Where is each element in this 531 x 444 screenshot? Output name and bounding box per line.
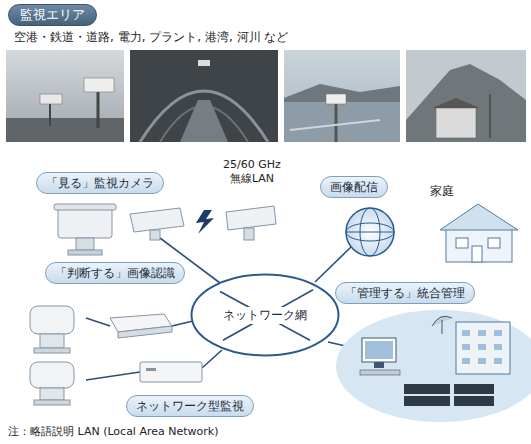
node-text: 「見る」監視カメラ xyxy=(46,175,154,192)
node-text: 画像配信 xyxy=(330,179,378,196)
function-banner: ネットワーク型監視 xyxy=(126,395,254,417)
photo-airport xyxy=(6,50,124,142)
photo-tunnel xyxy=(130,50,278,142)
management-area xyxy=(336,310,531,422)
ptz-camera xyxy=(30,306,74,353)
camera-housing xyxy=(54,204,116,255)
footnote: 注：略語説明 LAN (Local Area Network) xyxy=(8,424,218,439)
network-device xyxy=(140,362,202,382)
node-text: ネットワーク網 xyxy=(221,307,309,324)
globe xyxy=(346,208,394,256)
wireless-bolt xyxy=(196,210,214,234)
function-banner: 画像配信 xyxy=(320,176,388,198)
area-list: 空港・鉄道・道路, 電力, プラント, 港湾, 河川 など xyxy=(14,29,288,46)
camera-housing xyxy=(130,208,184,240)
camera-housing xyxy=(226,206,276,240)
node-text: 「管理する」統合管理 xyxy=(345,285,465,302)
node-text: ネットワーク型監視 xyxy=(136,398,244,415)
node-text: 「判断する」画像認識 xyxy=(55,265,175,282)
network-ellipse: ネットワーク網 xyxy=(190,273,340,357)
photo-harbor xyxy=(284,50,400,142)
home-label: 家庭 xyxy=(430,183,454,200)
function-banner: 「管理する」統合管理 xyxy=(335,282,475,304)
section-banner: 監視エリア xyxy=(8,4,97,26)
house xyxy=(440,204,518,262)
photo-volcano xyxy=(406,50,526,142)
network-link xyxy=(86,238,372,380)
wireless-label: 25/60 GHz 無線LAN xyxy=(219,158,285,186)
function-banner: 「判断する」画像認識 xyxy=(45,262,185,284)
function-banner: 「見る」監視カメラ xyxy=(36,172,164,194)
ptz-camera xyxy=(30,362,74,405)
network-device xyxy=(110,314,172,338)
node-text: 監視エリア xyxy=(20,6,85,24)
